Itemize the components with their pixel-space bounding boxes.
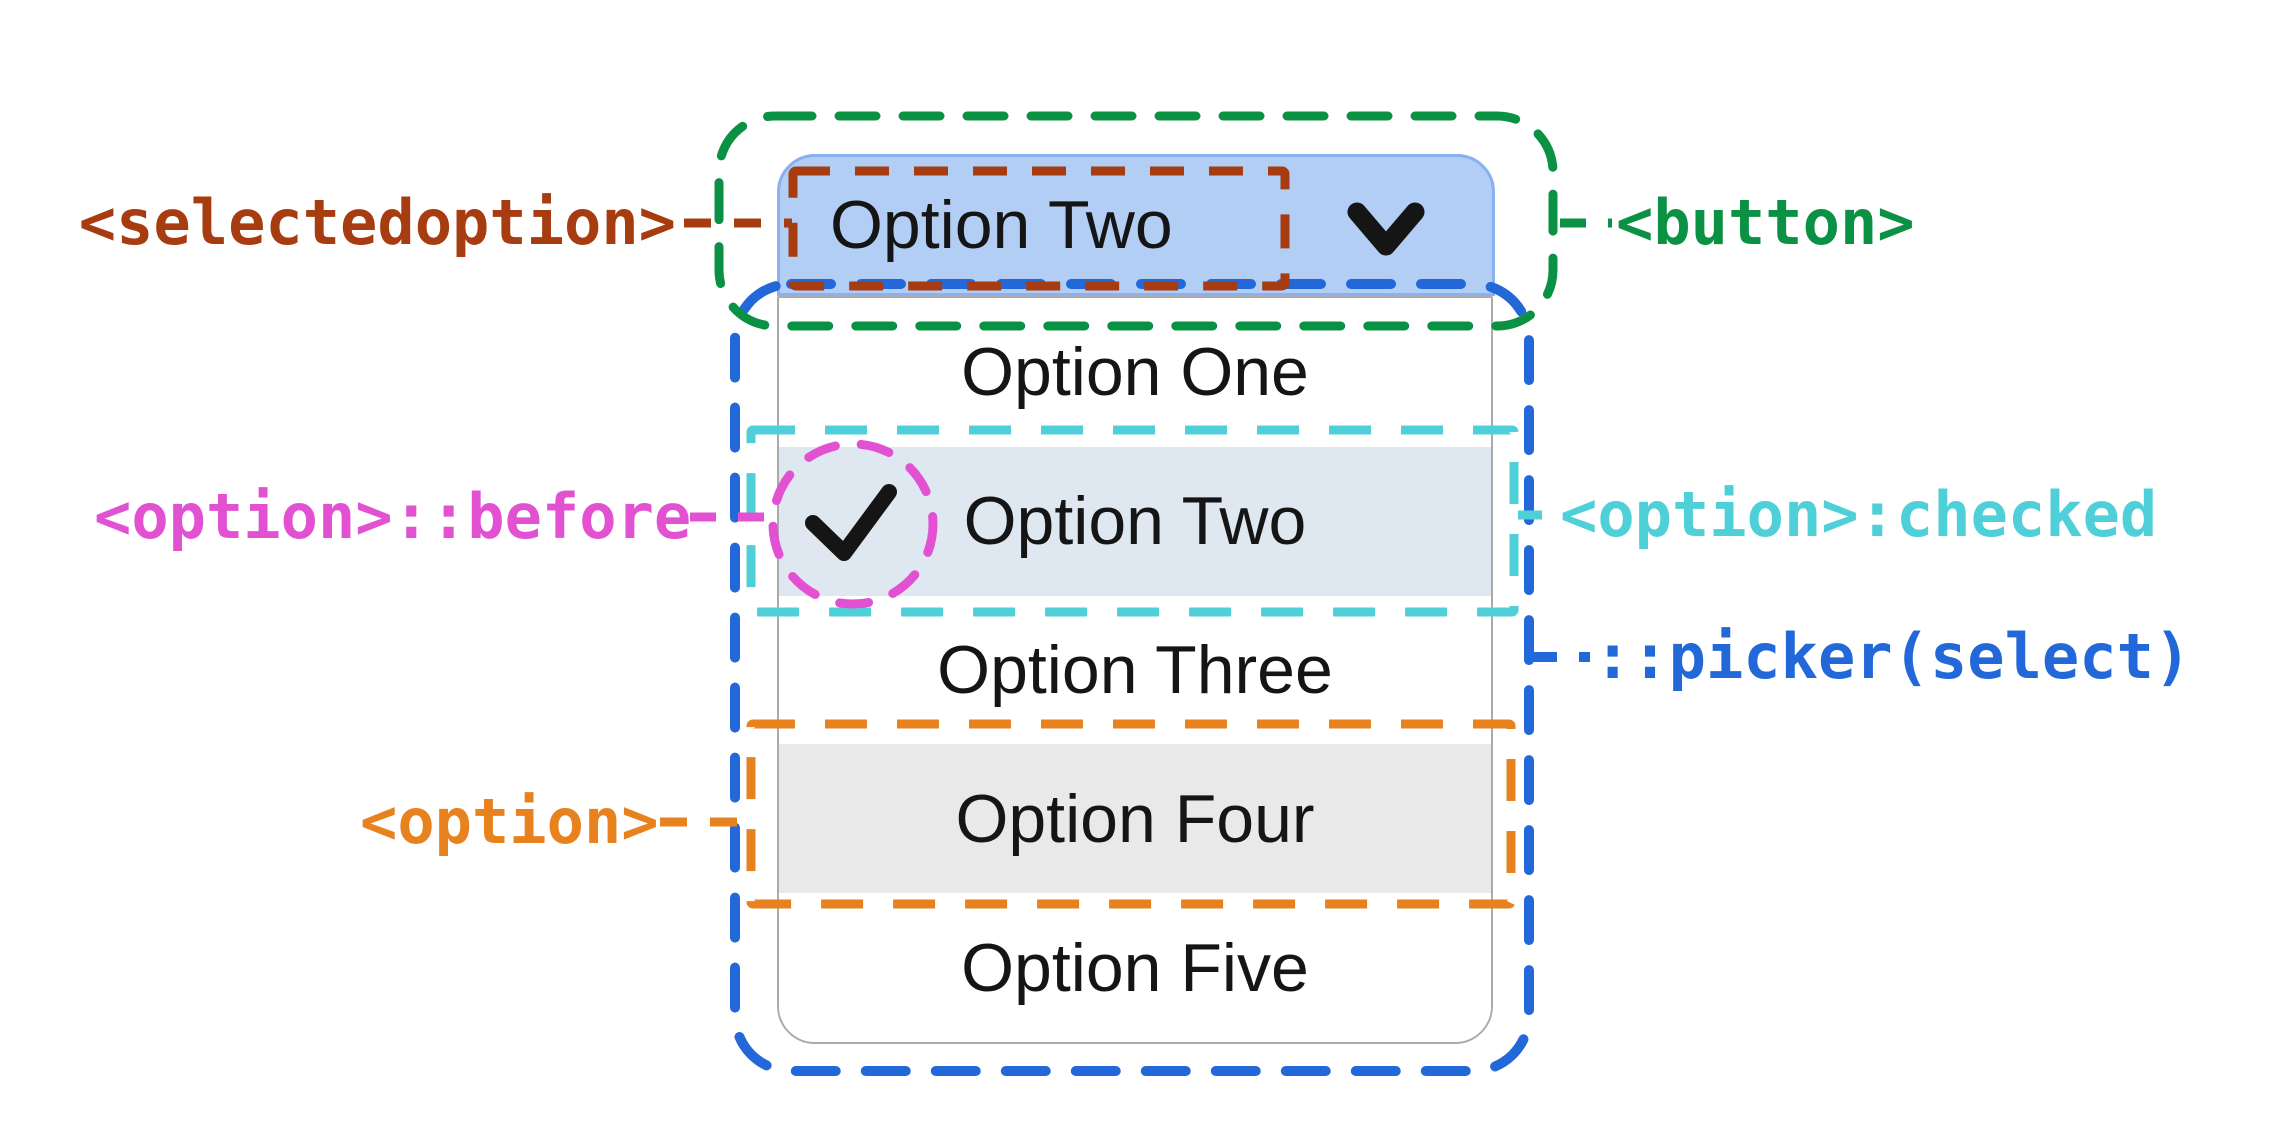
select-button[interactable]: Option Two	[777, 154, 1495, 296]
option-row-hover[interactable]: Option Four	[779, 744, 1491, 894]
selected-option-text: Option Two	[830, 187, 1173, 263]
picker-popup: Option One Option Two Option Three Optio…	[777, 296, 1493, 1044]
annotation-picker: ::picker(select)	[1594, 620, 2192, 693]
option-row[interactable]: Option Five	[779, 893, 1491, 1042]
option-row[interactable]: Option One	[779, 298, 1491, 447]
annotation-selectedoption: <selectedoption>	[78, 186, 676, 259]
option-row[interactable]: Option Three	[779, 595, 1491, 745]
option-row-checked[interactable]: Option Two	[779, 446, 1491, 596]
annotation-option-before: <option>::before	[94, 480, 692, 553]
annotation-button: <button>	[1616, 186, 1915, 259]
annotation-option: <option>	[360, 785, 659, 858]
annotation-option-checked: <option>:checked	[1560, 478, 2158, 551]
